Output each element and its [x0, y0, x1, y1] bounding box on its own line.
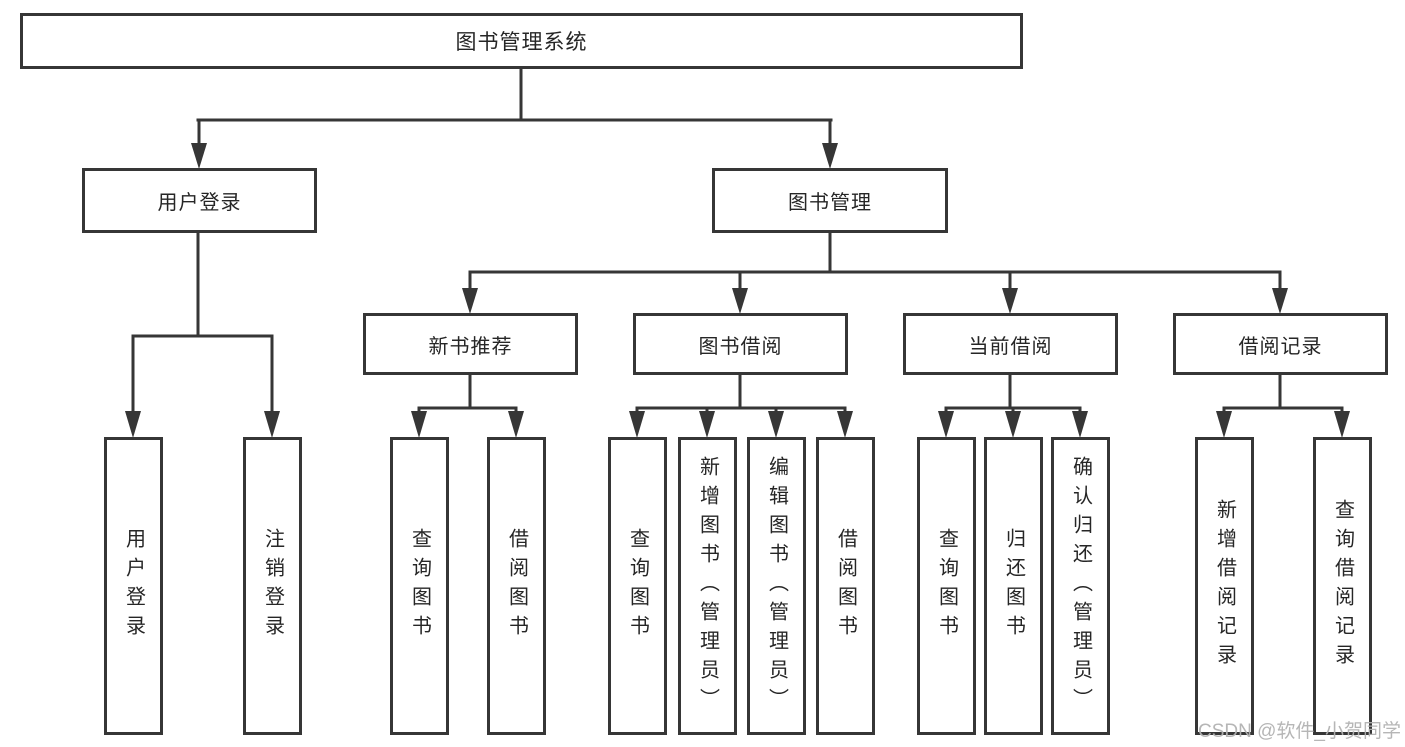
leaf-record-query: 查询借阅记录 — [1313, 437, 1372, 735]
branch-book-borrow — [629, 373, 853, 438]
node-label: 查询图书 — [626, 528, 649, 644]
node-label: 新书推荐 — [428, 335, 513, 358]
node-label: 当前借阅 — [968, 335, 1053, 358]
node-label: 借阅图书 — [834, 528, 857, 644]
arrowhead-icon — [629, 411, 645, 438]
leaf-current-confirm-admin: 确认归还（管理员） — [1051, 437, 1110, 735]
leaf-borrow-query: 查询图书 — [608, 437, 667, 735]
node-book-management: 图书管理 — [712, 168, 948, 233]
node-label: 编辑图书（管理员） — [765, 455, 788, 717]
node-label: 查询图书 — [935, 528, 958, 644]
branch-borrow-record — [1216, 373, 1350, 438]
node-book-borrow: 图书借阅 — [633, 313, 848, 375]
arrowhead-icon — [1334, 411, 1350, 438]
node-label: 图书管理系统 — [455, 31, 588, 54]
leaf-borrow-add-admin: 新增图书（管理员） — [678, 437, 737, 735]
arrowhead-icon — [508, 411, 524, 438]
node-new-book-recommend: 新书推荐 — [363, 313, 578, 375]
leaf-record-add: 新增借阅记录 — [1195, 437, 1254, 735]
csdn-watermark: CSDN @软件_小贺同学 — [1198, 721, 1401, 742]
leaf-current-query: 查询图书 — [917, 437, 976, 735]
leaf-current-return: 归还图书 — [984, 437, 1043, 735]
arrowhead-icon — [938, 411, 954, 438]
arrowhead-icon — [1216, 411, 1232, 438]
node-label: 新增图书（管理员） — [696, 455, 719, 717]
branch-root — [191, 67, 838, 169]
node-label: 确认归还（管理员） — [1069, 455, 1092, 717]
node-label: 图书管理 — [788, 192, 872, 214]
arrowhead-icon — [1005, 411, 1021, 438]
leaf-user-login: 用户登录 — [104, 437, 163, 735]
arrowhead-icon — [125, 411, 141, 438]
node-label: 借阅图书 — [505, 528, 528, 644]
branch-book-management — [462, 231, 1288, 314]
node-label: 查询借阅记录 — [1331, 499, 1354, 673]
arrowhead-icon — [768, 411, 784, 438]
branch-current-borrow — [938, 373, 1088, 438]
arrowhead-icon — [699, 411, 715, 438]
arrowhead-icon — [462, 288, 478, 314]
leaf-logout: 注销登录 — [243, 437, 302, 735]
arrowhead-icon — [411, 411, 427, 438]
node-label: 查询图书 — [408, 528, 431, 644]
node-label: 用户登录 — [122, 528, 145, 644]
arrowhead-icon — [822, 143, 838, 169]
arrowhead-icon — [732, 288, 748, 314]
node-label: 用户登录 — [157, 192, 242, 214]
leaf-borrow-borrow: 借阅图书 — [816, 437, 875, 735]
node-root-system: 图书管理系统 — [20, 13, 1023, 69]
arrowhead-icon — [1272, 288, 1288, 314]
leaf-borrow-edit-admin: 编辑图书（管理员） — [747, 437, 806, 735]
node-current-borrow: 当前借阅 — [903, 313, 1118, 375]
arrowhead-icon — [191, 143, 207, 169]
arrowhead-icon — [1072, 411, 1088, 438]
leaf-newbook-query: 查询图书 — [390, 437, 449, 735]
node-label: 新增借阅记录 — [1213, 499, 1236, 673]
arrowhead-icon — [264, 411, 280, 438]
branch-new-book-recommend — [411, 373, 524, 438]
leaf-newbook-borrow: 借阅图书 — [487, 437, 546, 735]
node-label: 归还图书 — [1002, 528, 1025, 644]
arrowhead-icon — [1002, 288, 1018, 314]
node-borrow-record: 借阅记录 — [1173, 313, 1388, 375]
node-user-login: 用户登录 — [82, 168, 317, 233]
node-label: 借阅记录 — [1238, 335, 1323, 358]
branch-user-login — [125, 231, 280, 438]
node-label: 注销登录 — [261, 528, 284, 644]
arrowhead-icon — [837, 411, 853, 438]
node-label: 图书借阅 — [698, 335, 783, 358]
